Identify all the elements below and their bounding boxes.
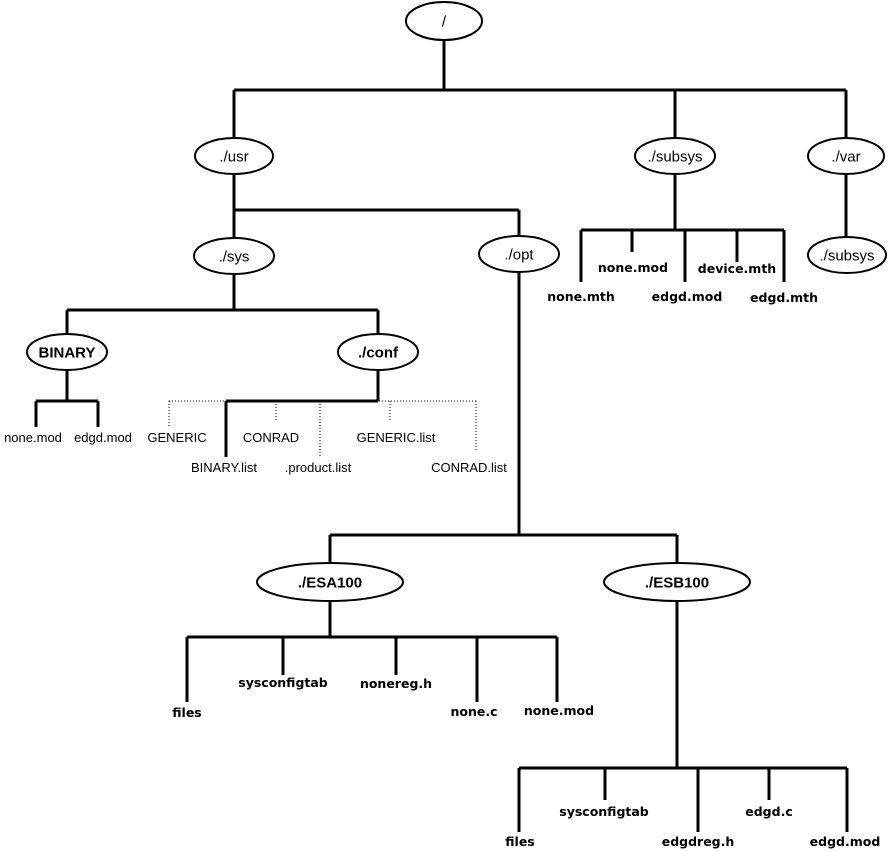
leaf-file: BINARY.list (191, 460, 257, 475)
node-binary: BINARY (26, 333, 108, 371)
node-var: ./var (807, 137, 885, 175)
node-ellipse (807, 236, 887, 274)
node-label: ./subsys (819, 248, 874, 265)
node-label: ./subsys (647, 149, 702, 166)
leaf-file: device.mth (698, 261, 776, 276)
node-subsys-top: ./subsys (634, 137, 716, 175)
leaf-file: sysconfigtab (559, 804, 649, 819)
node-label: ./ESA100 (298, 575, 362, 592)
leaf-file: sysconfigtab (238, 675, 328, 690)
node-var-subsys: ./subsys (807, 236, 887, 274)
node-label: BINARY (39, 345, 96, 362)
node-ellipse (193, 237, 275, 275)
leaf-file: edgd.mod (810, 834, 881, 849)
node-esa100: ./ESA100 (256, 562, 404, 602)
node-ellipse (194, 137, 274, 175)
leaf-file: files (505, 834, 534, 849)
leaf-file: CONRAD.list (431, 460, 507, 475)
node-usr: ./usr (194, 137, 274, 175)
node-conf: ./conf (337, 333, 419, 371)
leaf-file: .product.list (285, 460, 352, 475)
node-label: ./usr (219, 149, 248, 166)
node-ellipse (478, 235, 560, 273)
leaf-file: edgd.mod (652, 289, 723, 304)
leaf-file: GENERIC (147, 430, 206, 445)
tree-edges (34, 40, 849, 832)
tree-dotted-edges (168, 400, 477, 458)
node-label: / (442, 14, 447, 31)
leaf-file: files (172, 705, 201, 720)
node-ellipse (337, 333, 419, 371)
leaf-file: nonereg.h (360, 676, 432, 691)
leaf-file: none.mod (524, 703, 594, 718)
leaf-file: GENERIC.list (357, 430, 436, 445)
leaf-file: edgdreg.h (662, 834, 735, 849)
leaf-file: none.c (450, 704, 497, 719)
node-label: ./ESB100 (645, 575, 709, 592)
leaf-file: none.mth (547, 289, 615, 304)
node-label: ./conf (358, 345, 399, 362)
tree-leaves: none.mth none.mod edgd.mod device.mth edgd.m… (4, 260, 880, 849)
leaf-file: CONRAD (243, 430, 299, 445)
node-label: ./sys (219, 249, 250, 266)
node-root: / (405, 1, 483, 41)
node-sys: ./sys (193, 237, 275, 275)
leaf-file: none.mod (4, 430, 62, 445)
leaf-file: edgd.mth (750, 290, 818, 305)
node-ellipse (256, 562, 404, 602)
node-ellipse (634, 137, 716, 175)
leaf-file: edgd.c (745, 804, 792, 819)
node-ellipse (26, 333, 108, 371)
node-ellipse (405, 1, 483, 41)
node-ellipse (807, 137, 885, 175)
node-esb100: ./ESB100 (603, 562, 751, 602)
node-opt: ./opt (478, 235, 560, 273)
leaf-file: edgd.mod (74, 430, 132, 445)
node-ellipse (603, 562, 751, 602)
leaf-file: none.mod (598, 260, 668, 275)
tree-nodes: / ./usr ./subsys ./var ./subsys ./sys ./optBIN… (26, 1, 887, 602)
node-label: ./opt (504, 247, 534, 264)
node-label: ./var (831, 149, 860, 166)
